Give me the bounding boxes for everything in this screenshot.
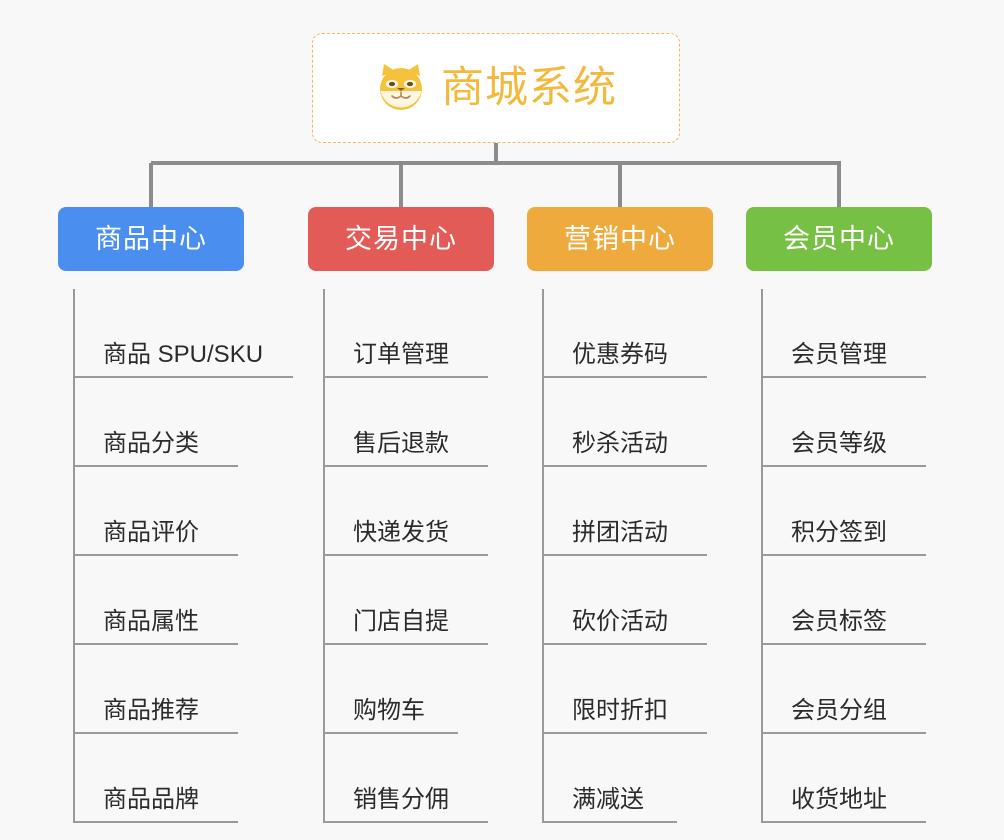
leaf-item[interactable]: 商品分类 — [73, 378, 244, 467]
leaf-label: 售后退款 — [353, 430, 449, 457]
leaf-label: 快递发货 — [353, 519, 449, 546]
leaf-item[interactable]: 会员分组 — [761, 645, 932, 734]
leaf-item[interactable]: 订单管理 — [323, 289, 494, 378]
leaf-label: 购物车 — [353, 697, 425, 724]
category-header-label: 交易中心 — [345, 223, 457, 254]
leaf-list-1: 订单管理 售后退款 快递发货 门店自提 购物车 销售分佣 — [308, 289, 494, 823]
leaf-label: 会员管理 — [791, 341, 887, 368]
leaf-label: 会员分组 — [791, 697, 887, 724]
leaf-item[interactable]: 满减送 — [542, 734, 713, 823]
leaf-list-0: 商品 SPU/SKU 商品分类 商品评价 商品属性 商品推荐 商品品牌 — [58, 289, 293, 823]
leaf-label: 会员等级 — [791, 430, 887, 457]
leaf-item[interactable]: 商品 SPU/SKU — [73, 289, 293, 378]
category-column-3: 会员中心 会员管理 会员等级 积分签到 会员标签 会员分组 收货地址 — [746, 207, 932, 823]
category-header-2[interactable]: 营销中心 — [527, 207, 713, 271]
leaf-item[interactable]: 购物车 — [323, 645, 494, 734]
leaf-label: 订单管理 — [353, 341, 449, 368]
category-column-2: 营销中心 优惠券码 秒杀活动 拼团活动 砍价活动 限时折扣 满减送 — [527, 207, 713, 823]
leaf-label: 商品推荐 — [103, 697, 199, 724]
leaf-label: 商品 SPU/SKU — [103, 341, 264, 368]
leaf-item[interactable]: 砍价活动 — [542, 556, 713, 645]
leaf-item[interactable]: 售后退款 — [323, 378, 494, 467]
root-node[interactable]: 商城系统 — [312, 33, 680, 143]
leaf-item[interactable]: 门店自提 — [323, 556, 494, 645]
leaf-label: 秒杀活动 — [572, 430, 668, 457]
leaf-label: 砍价活动 — [572, 608, 668, 635]
leaf-label: 满减送 — [572, 786, 644, 813]
leaf-label: 销售分佣 — [353, 786, 449, 813]
leaf-item[interactable]: 拼团活动 — [542, 467, 713, 556]
shiba-dog-face-icon — [375, 62, 427, 114]
leaf-label: 商品评价 — [103, 519, 199, 546]
leaf-item[interactable]: 商品属性 — [73, 556, 244, 645]
leaf-item[interactable]: 商品评价 — [73, 467, 244, 556]
leaf-label: 拼团活动 — [572, 519, 668, 546]
category-header-1[interactable]: 交易中心 — [308, 207, 494, 271]
category-header-0[interactable]: 商品中心 — [58, 207, 244, 271]
leaf-label: 优惠券码 — [572, 341, 668, 368]
leaf-item[interactable]: 快递发货 — [323, 467, 494, 556]
leaf-item[interactable]: 秒杀活动 — [542, 378, 713, 467]
leaf-list-2: 优惠券码 秒杀活动 拼团活动 砍价活动 限时折扣 满减送 — [527, 289, 713, 823]
leaf-item[interactable]: 商品推荐 — [73, 645, 244, 734]
leaf-label: 商品分类 — [103, 430, 199, 457]
leaf-list-3: 会员管理 会员等级 积分签到 会员标签 会员分组 收货地址 — [746, 289, 932, 823]
leaf-item[interactable]: 销售分佣 — [323, 734, 494, 823]
leaf-label: 限时折扣 — [572, 697, 668, 724]
leaf-item[interactable]: 会员标签 — [761, 556, 932, 645]
leaf-item[interactable]: 限时折扣 — [542, 645, 713, 734]
category-header-label: 商品中心 — [95, 223, 207, 254]
category-header-3[interactable]: 会员中心 — [746, 207, 932, 271]
leaf-label: 积分签到 — [791, 519, 887, 546]
category-header-label: 会员中心 — [783, 223, 895, 254]
leaf-label: 门店自提 — [353, 608, 449, 635]
leaf-item[interactable]: 会员管理 — [761, 289, 932, 378]
leaf-item[interactable]: 收货地址 — [761, 734, 932, 823]
leaf-label: 商品属性 — [103, 608, 199, 635]
leaf-label: 会员标签 — [791, 608, 887, 635]
category-header-label: 营销中心 — [564, 223, 676, 254]
category-column-1: 交易中心 订单管理 售后退款 快递发货 门店自提 购物车 销售分佣 — [308, 207, 494, 823]
leaf-item[interactable]: 会员等级 — [761, 378, 932, 467]
leaf-item[interactable]: 积分签到 — [761, 467, 932, 556]
category-column-0: 商品中心 商品 SPU/SKU 商品分类 商品评价 商品属性 商品推荐 商品品牌 — [58, 207, 293, 823]
leaf-item[interactable]: 商品品牌 — [73, 734, 244, 823]
root-title: 商城系统 — [441, 63, 617, 112]
leaf-label: 收货地址 — [791, 786, 887, 813]
leaf-item[interactable]: 优惠券码 — [542, 289, 713, 378]
leaf-label: 商品品牌 — [103, 786, 199, 813]
